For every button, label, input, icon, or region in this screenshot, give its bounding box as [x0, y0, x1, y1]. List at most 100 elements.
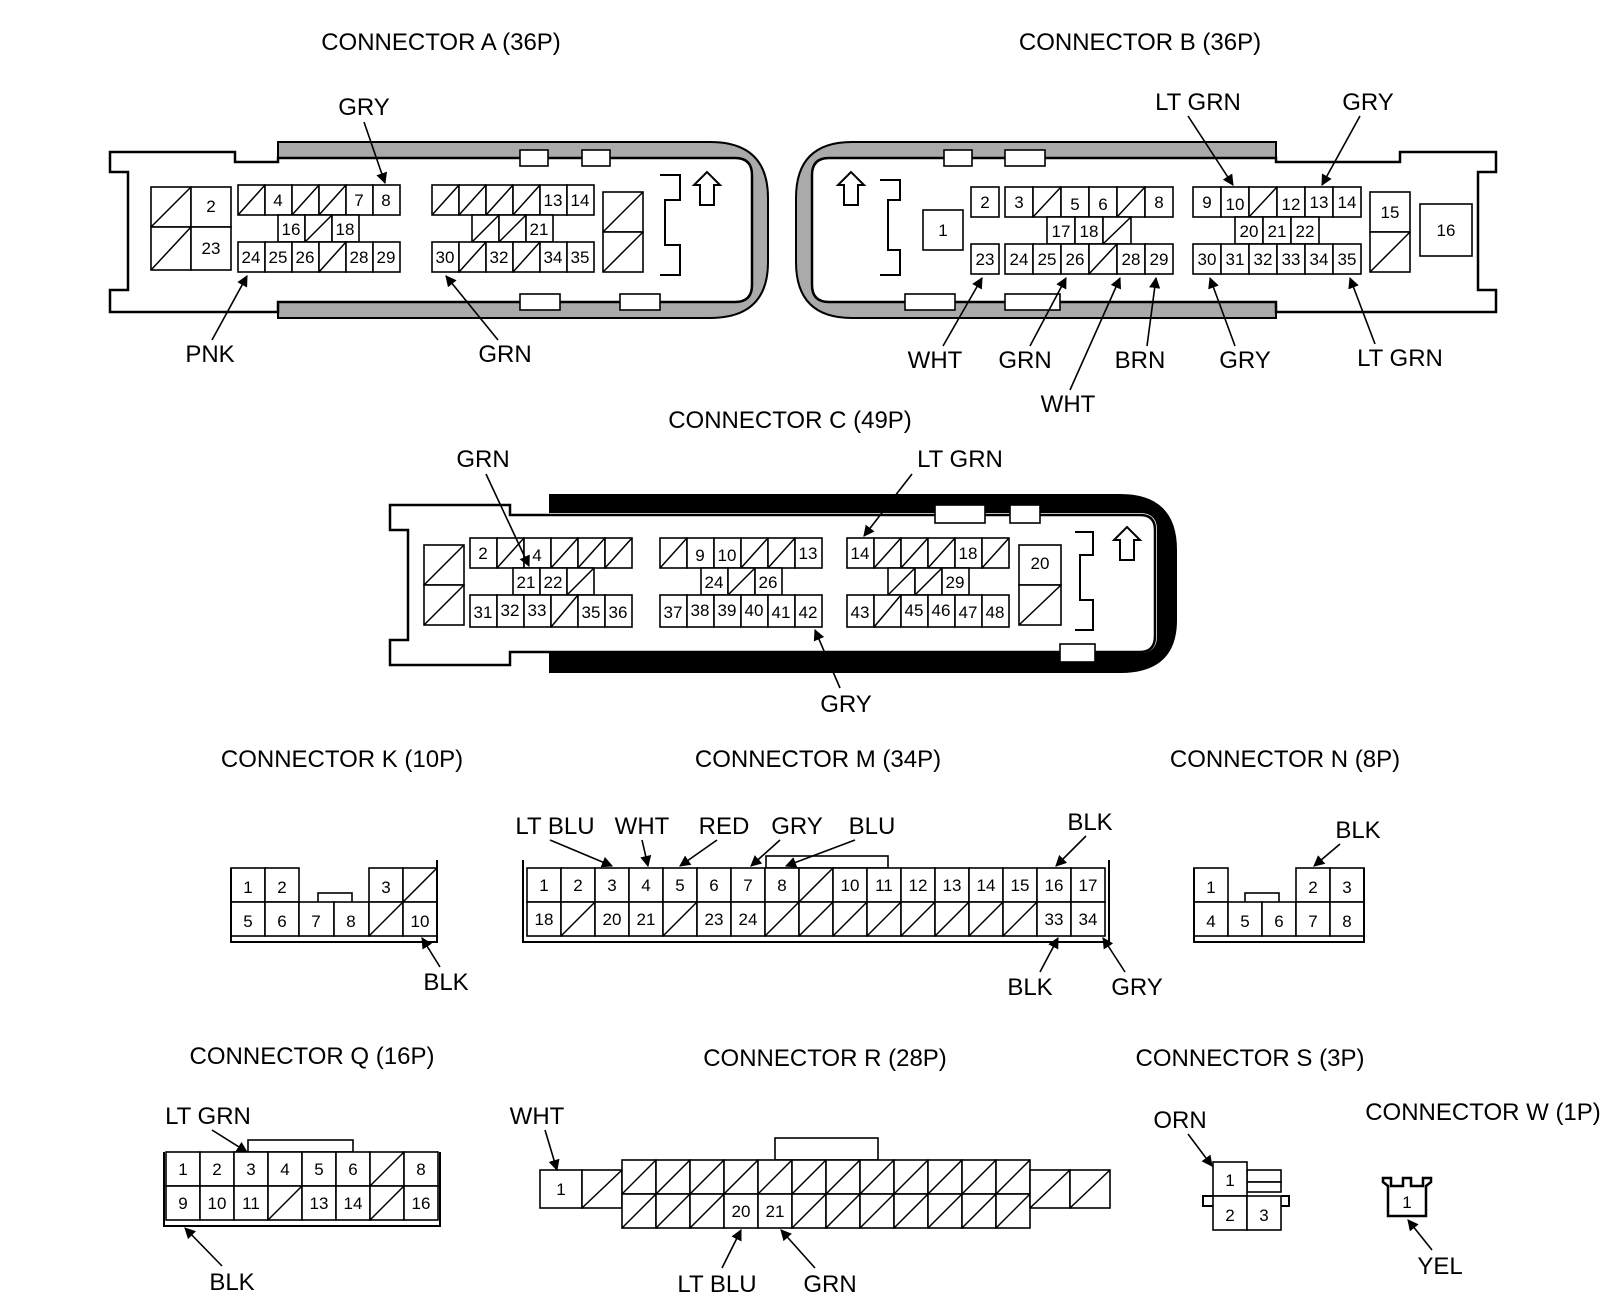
pin-label: 35: [582, 603, 601, 622]
unused-pin-slash: [791, 1193, 827, 1229]
pin-label: 12: [1282, 195, 1301, 214]
connector-c-shroud: [549, 494, 1177, 673]
pin-label: 20: [1031, 554, 1050, 573]
pin-label: 1: [1206, 878, 1215, 897]
wire-label: PNK: [185, 341, 234, 368]
pin-label: 23: [705, 910, 724, 929]
connector-w-housing: [1381, 1176, 1433, 1218]
unused-pin-slash: [893, 1159, 929, 1195]
wire-label: ORN: [1153, 1107, 1206, 1134]
pin-label: 21: [517, 573, 536, 592]
connector-b: CONNECTOR B (36P) 1 2 3 5 6 8 17 18 23 2…: [795, 29, 1498, 418]
connector-c-orientation-arrow: [1111, 525, 1143, 561]
wire-label: WHT: [615, 813, 670, 840]
connector-n: CONNECTOR N (8P) 1 2 3 4 5 6 7 8 BLK: [1170, 746, 1400, 943]
pin-label: 15: [1381, 203, 1400, 222]
pin-label: 4: [273, 191, 282, 210]
pin-label: 4: [641, 876, 650, 895]
connector-b-title: CONNECTOR B (36P): [1019, 29, 1261, 56]
connector-k: CONNECTOR K (10P) 1 2 3 5 6 7 8 10 BLK: [221, 746, 469, 996]
pin-label: 31: [474, 603, 493, 622]
pin-cell: [723, 1193, 759, 1229]
pin-label: 11: [242, 1194, 260, 1213]
unused-pin-slash: [995, 1193, 1031, 1229]
connector-a: CONNECTOR A (36P) 2 23 4 7 8 16 18 24 25…: [108, 29, 769, 368]
pin-label: 13: [544, 191, 563, 210]
pin-label: 25: [1038, 250, 1057, 269]
pin-label: 21: [766, 1202, 785, 1221]
pin-label: 13: [310, 1194, 329, 1213]
pin-label: 39: [718, 601, 737, 620]
pin-label: 16: [412, 1194, 431, 1213]
pin-label: 13: [799, 544, 818, 563]
connector-c: CONNECTOR C (49P) 2 4 21 22 31 32 33 35 …: [388, 407, 1177, 718]
pin-label: 26: [296, 248, 315, 267]
pin-label: 42: [799, 603, 818, 622]
pin-label: 7: [311, 912, 320, 931]
pin-label: 10: [208, 1194, 227, 1213]
pin-cell: [526, 867, 562, 903]
unused-pin-slash: [655, 1159, 691, 1195]
pin-label: 10: [411, 912, 430, 931]
pin-label: 18: [959, 544, 978, 563]
pin-label: 8: [1342, 912, 1351, 931]
pin-label: 5: [1070, 195, 1079, 214]
unused-pin-slash: [369, 1151, 405, 1187]
pin-label: 1: [938, 221, 947, 240]
pin-label: 24: [1010, 250, 1029, 269]
pin-label: 1: [556, 1180, 565, 1199]
pin-label: 18: [1080, 222, 1099, 241]
pin-label: 22: [544, 573, 563, 592]
connector-a-lock: [660, 174, 681, 276]
wire-label: LT GRN: [917, 446, 1003, 473]
pin-label: 3: [607, 876, 616, 895]
unused-pin-slash: [798, 901, 834, 937]
pin-label: 23: [976, 250, 995, 269]
pin-label: 38: [691, 601, 710, 620]
pin-label: 29: [946, 573, 965, 592]
wire-label: LT BLU: [515, 813, 594, 840]
pin-cell: [594, 901, 630, 937]
pin-label: 14: [344, 1194, 363, 1213]
pin-label: 4: [532, 546, 541, 565]
unused-pin-slash: [900, 901, 936, 937]
pin-label: 26: [1066, 250, 1085, 269]
pin-label: 7: [1308, 912, 1317, 931]
pin-cell: [190, 226, 232, 271]
wire-label: GRN: [803, 1271, 856, 1298]
connector-c-title: CONNECTOR C (49P): [668, 407, 912, 434]
unused-pin-slash: [832, 901, 868, 937]
unused-pin-slash: [581, 1169, 623, 1209]
wire-label: BRN: [1115, 347, 1166, 374]
connector-a-latch-tab: [519, 149, 549, 167]
unused-pin-slash: [1029, 1169, 1071, 1209]
pin-cell: [757, 1193, 793, 1229]
connector-q-title: CONNECTOR Q (16P): [190, 1043, 435, 1070]
connector-a-latch-tab: [519, 293, 561, 311]
pin-label: 8: [381, 191, 390, 210]
pin-label: 20: [1240, 222, 1259, 241]
pin-label: 13: [1310, 193, 1329, 212]
pin-label: 1: [1402, 1193, 1411, 1212]
pin-label: 3: [1259, 1206, 1268, 1225]
pin-cell: [403, 1151, 439, 1187]
connector-n-title: CONNECTOR N (8P): [1170, 746, 1400, 773]
pin-cell: [199, 1185, 235, 1221]
pin-label: 2: [980, 193, 989, 212]
pin-label: 21: [637, 910, 656, 929]
connector-a-title: CONNECTOR A (36P): [321, 29, 561, 56]
pin-label: 35: [1338, 250, 1357, 269]
wire-label: LT GRN: [1357, 345, 1443, 372]
pin-label: 34: [544, 248, 563, 267]
pin-label: 16: [282, 220, 301, 239]
pin-cell: [968, 867, 1004, 903]
unused-pin-slash: [961, 1193, 997, 1229]
pin-label: 1: [539, 876, 548, 895]
wire-label: LT GRN: [1155, 89, 1241, 116]
pin-label: 10: [841, 876, 860, 895]
pin-label: 33: [528, 601, 547, 620]
pin-cell: [730, 901, 766, 937]
